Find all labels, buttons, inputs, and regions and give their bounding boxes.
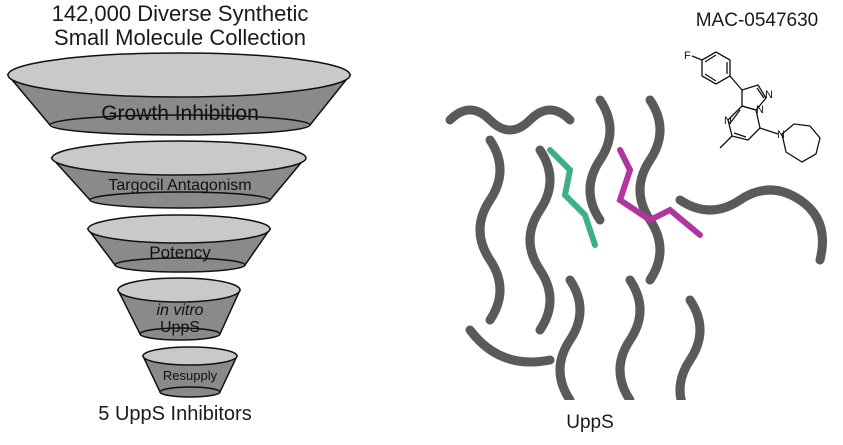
chemical-structure: F N N N N xyxy=(684,50,821,163)
protein-label: UppS xyxy=(566,412,614,433)
funnel-stage-3 xyxy=(86,214,272,273)
ligand-teal xyxy=(547,147,598,248)
atom-labels: F N N N N xyxy=(684,50,785,141)
funnel-stage-4 xyxy=(116,277,242,341)
stage-label-upps: UppS xyxy=(159,319,201,336)
atom-nitrogen-3: N xyxy=(724,115,732,127)
protein-ribbons xyxy=(445,95,827,400)
funnel-stage-2 xyxy=(50,140,307,209)
stage-label-targocil-antagonism: Targocil Antagonism xyxy=(108,177,252,194)
protein-structure xyxy=(445,95,827,400)
library-title-line-2: Small Molecule Collection xyxy=(54,25,306,50)
compound-id: MAC-0547630 xyxy=(695,10,819,31)
screening-funnel xyxy=(6,52,352,398)
stage-label-potency: Potency xyxy=(149,243,211,262)
funnel-stage-1 xyxy=(6,52,352,136)
atom-nitrogen-4: N xyxy=(777,129,785,141)
atom-nitrogen-2: N xyxy=(756,104,764,116)
stage-label-resupply: Resupply xyxy=(162,368,218,383)
stage-label-in-vitro: in vitro xyxy=(156,302,204,319)
stage-label-in-vitro-upps: in vitro UppS xyxy=(130,302,230,336)
atom-nitrogen-1: N xyxy=(765,89,773,101)
library-title-line-1: 142,000 Diverse Synthetic xyxy=(51,1,309,26)
result-label: 5 UppS Inhibitors xyxy=(98,403,252,425)
ligand-magenta xyxy=(616,147,703,238)
atom-fluorine: F xyxy=(684,50,691,62)
library-title: 142,000 Diverse Synthetic Small Molecule… xyxy=(0,2,360,50)
stage-label-growth-inhibition: Growth Inhibition xyxy=(101,102,259,125)
funnel-stage-5 xyxy=(141,346,239,398)
